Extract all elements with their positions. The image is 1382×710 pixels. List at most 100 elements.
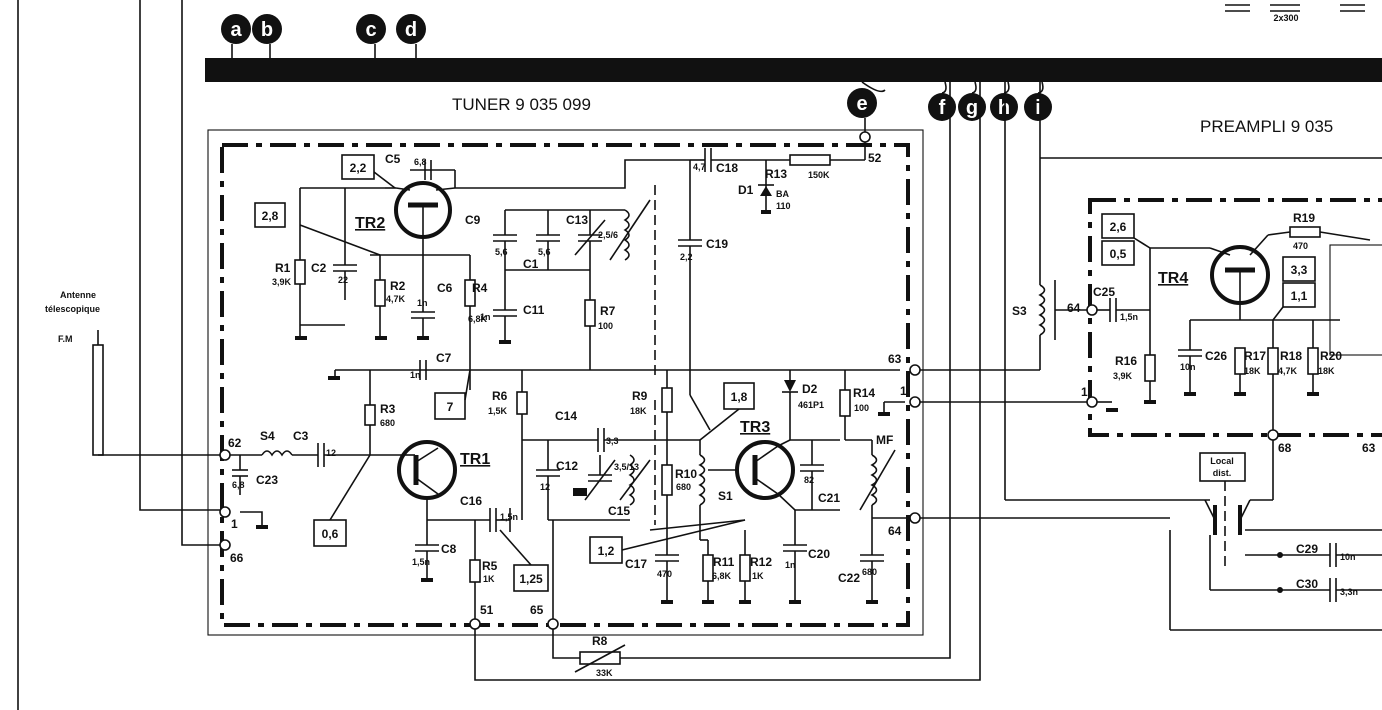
transistor-tr3: TR3 R12 1K C20 1n (649, 419, 830, 604)
svg-text:a: a (230, 19, 242, 41)
svg-text:S4: S4 (260, 429, 275, 443)
svg-text:1K: 1K (483, 574, 495, 584)
svg-text:Local: Local (1210, 456, 1234, 466)
svg-text:i: i (1035, 97, 1041, 119)
c16: C16 1,5n (427, 494, 518, 532)
svg-text:C16: C16 (460, 494, 482, 508)
svg-text:63: 63 (1362, 441, 1376, 455)
svg-text:télescopique: télescopique (45, 304, 100, 314)
svg-text:R8: R8 (592, 634, 608, 648)
svg-text:R18: R18 (1280, 349, 1302, 363)
svg-text:680: 680 (380, 418, 395, 428)
svg-text:6,8K: 6,8K (712, 571, 732, 581)
svg-text:2,8: 2,8 (262, 209, 279, 223)
svg-text:1n: 1n (410, 370, 421, 380)
svg-text:R1: R1 (275, 261, 291, 275)
svg-text:6,8: 6,8 (414, 157, 427, 167)
svg-text:1: 1 (1081, 385, 1088, 399)
svg-text:3,9K: 3,9K (272, 277, 292, 287)
svg-text:3,3n: 3,3n (1340, 587, 1358, 597)
svg-text:C23: C23 (256, 473, 278, 487)
bus-label-g: g (958, 93, 986, 121)
voltage-1-2: 1,2 (589, 536, 623, 564)
svg-text:C6: C6 (437, 281, 453, 295)
svg-text:1n: 1n (417, 298, 428, 308)
svg-text:18K: 18K (1244, 366, 1261, 376)
r14-mf-c22: R14 100 MF 680 C22 (838, 370, 915, 604)
svg-text:1n: 1n (480, 312, 491, 322)
svg-text:68: 68 (1278, 441, 1292, 455)
transistor-tr1: TR1 (397, 440, 490, 520)
svg-text:82: 82 (804, 475, 814, 485)
svg-text:5,6: 5,6 (495, 247, 508, 257)
voltage-7: 7 (434, 392, 466, 420)
tank-caps: C9 5,6 5,6 C1 C13 2,5/6 C11 1n R7 100 (465, 199, 651, 370)
svg-text:C30: C30 (1296, 577, 1318, 591)
svg-text:4,7: 4,7 (693, 162, 706, 172)
svg-text:22: 22 (338, 275, 348, 285)
bus-label-a: a (221, 14, 251, 58)
svg-text:R3: R3 (380, 402, 396, 416)
svg-text:680: 680 (676, 482, 691, 492)
svg-text:6,8K: 6,8K (468, 314, 488, 324)
svg-text:33K: 33K (596, 668, 613, 678)
tr2-bias-network: R1 3,9K C2 22 R2 4,7K 1n C6 R4 6,8K (272, 187, 488, 370)
svg-text:D1: D1 (738, 183, 754, 197)
top-right-caps: 2x300 (1225, 4, 1365, 23)
svg-text:2x300: 2x300 (1273, 13, 1298, 23)
svg-text:C1: C1 (523, 257, 539, 271)
svg-text:R13: R13 (765, 167, 787, 181)
svg-text:f: f (939, 97, 946, 119)
r3-c7: R3 680 1n C7 (328, 351, 470, 455)
svg-text:dist.: dist. (1213, 468, 1232, 478)
preampli-title: PREAMPLI 9 035 (1200, 117, 1333, 136)
svg-text:C19: C19 (706, 237, 728, 251)
local-dist-switch: Local dist. C29 10n C30 3,3n (1169, 452, 1382, 631)
svg-text:3,3: 3,3 (1291, 263, 1308, 277)
voltage-1-25: 1,25 (513, 564, 549, 592)
svg-text:62: 62 (228, 436, 242, 450)
svg-text:2,5/6: 2,5/6 (598, 230, 618, 240)
svg-text:R17: R17 (1244, 349, 1266, 363)
bus-label-h: h (990, 93, 1018, 121)
svg-text:R9: R9 (632, 389, 648, 403)
svg-text:R16: R16 (1115, 354, 1137, 368)
tuner-title: TUNER 9 035 099 (452, 95, 591, 114)
svg-text:52: 52 (868, 151, 882, 165)
svg-text:3,3: 3,3 (606, 436, 619, 446)
r8: R8 33K (574, 634, 626, 678)
svg-text:C20: C20 (808, 547, 830, 561)
svg-text:R4: R4 (472, 281, 488, 295)
svg-text:g: g (966, 97, 978, 119)
bus-label-e: e (847, 88, 877, 118)
svg-text:6,8: 6,8 (232, 480, 245, 490)
r6: R6 1,5K (470, 369, 900, 520)
svg-text:F.M: F.M (58, 334, 73, 344)
s4-c3: S4 C3 12 (260, 429, 400, 467)
voltage-1-1: 1,1 (1282, 282, 1316, 308)
afc-network: 4,7 C18 R13 150K 52 D1 BA 110 (690, 118, 882, 214)
svg-text:S3: S3 (1012, 304, 1027, 318)
svg-text:1K: 1K (752, 571, 764, 581)
svg-text:64: 64 (888, 524, 902, 538)
svg-text:C29: C29 (1296, 542, 1318, 556)
bus-label-i: i (1024, 93, 1052, 121)
c8-r5: C8 1,5n R5 1K 51 65 (412, 82, 981, 681)
svg-text:C11: C11 (523, 303, 545, 317)
svg-text:C5: C5 (385, 152, 401, 166)
voltage-1-8: 1,8 (723, 382, 755, 410)
voltage-3-3: 3,3 (1282, 256, 1316, 282)
svg-text:65: 65 (530, 603, 544, 617)
svg-text:1n: 1n (785, 560, 796, 570)
svg-text:12: 12 (326, 448, 336, 458)
svg-text:4,7K: 4,7K (386, 294, 406, 304)
voltage-2-2: 2,2 (341, 154, 375, 180)
antenna: Antenne télescopique F.M (45, 290, 222, 456)
svg-text:TR2: TR2 (355, 215, 385, 232)
transistor-tr4: TR4 R19 470 C26 10n R17 18K R18 4,7K R20… (1149, 211, 1376, 501)
svg-text:C12: C12 (556, 459, 578, 473)
svg-text:BA: BA (776, 189, 789, 199)
voltage-0-5: 0,5 (1101, 240, 1135, 266)
svg-text:MF: MF (876, 433, 893, 447)
svg-text:Antenne: Antenne (60, 290, 96, 300)
